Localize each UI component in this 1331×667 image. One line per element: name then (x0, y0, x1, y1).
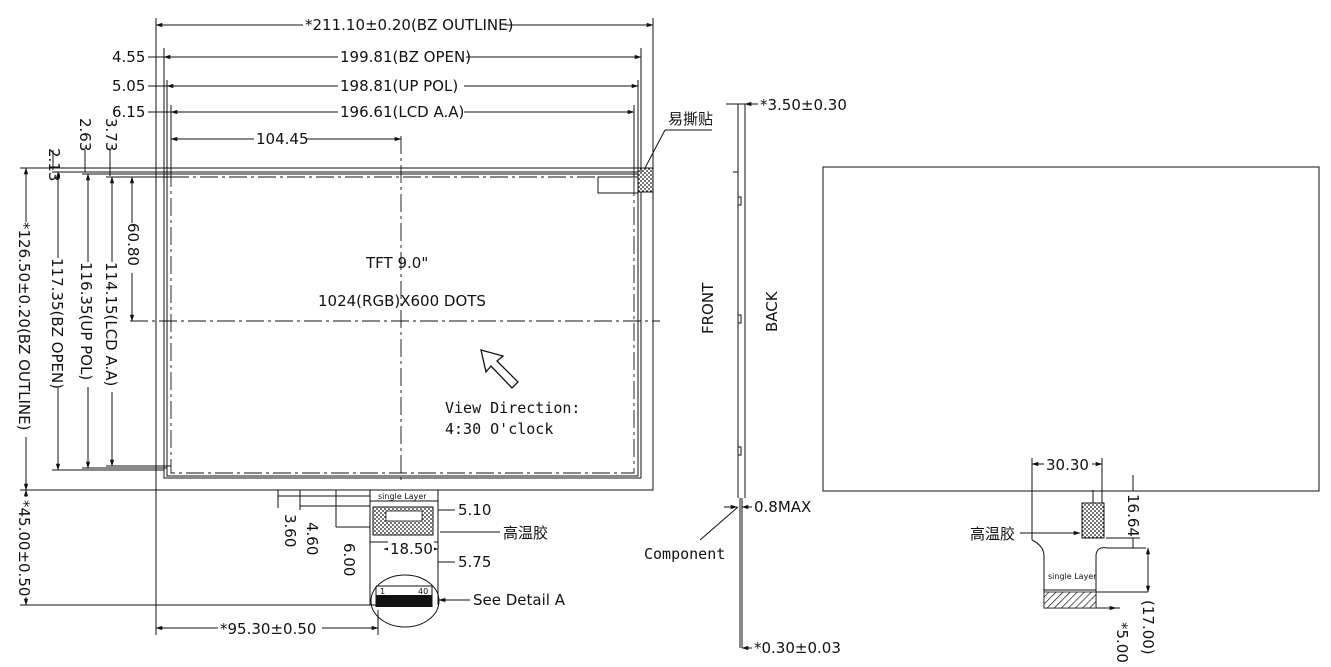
dim-575: 5.75 (458, 553, 491, 571)
dim-505: 5.05 (112, 77, 145, 95)
dim-fpc-position: *95.30±0.50 (220, 620, 316, 638)
dim-3030: 30.30 (1046, 456, 1089, 474)
high-temp-glue-label: 高温胶 (503, 524, 548, 542)
dim-1664: 16.64 (1124, 494, 1142, 537)
dim-lcd-aa-height: 114.15(LCD A.A) (102, 262, 120, 386)
dim-510: 5.10 (458, 501, 491, 519)
corner-marker (597, 176, 639, 194)
view-direction-label-2: 4:30 O'clock (445, 420, 553, 438)
dim-500: *5.00 (1113, 622, 1131, 663)
view-direction-label-1: View Direction: (445, 399, 580, 417)
dim-thickness: *3.50±0.30 (760, 96, 847, 114)
easy-peel-label: 易撕贴 (668, 110, 713, 128)
single-layer-label: single Layer (378, 492, 427, 501)
back-stiffener (1081, 502, 1105, 539)
side-view: *3.50±0.30 FRONT BACK 0.8MAX Component *… (644, 96, 847, 657)
active-area (170, 176, 635, 474)
dim-455: 4.55 (112, 48, 145, 66)
dim-bz-outline-width: *211.10±0.20(BZ OUTLINE) (305, 16, 513, 34)
back-connector-hatch (1043, 591, 1097, 609)
dim-1850: 18.50 (390, 540, 433, 558)
dim-fpc-thickness: *0.30±0.03 (754, 639, 841, 657)
back-panel (822, 166, 1320, 492)
dim-fpc-total: *45.00±0.50 (15, 500, 33, 596)
dim-lcd-aa-width: 196.61(LCD A.A) (340, 103, 464, 121)
see-detail-a-label: See Detail A (473, 591, 566, 609)
resolution-label: 1024(RGB)X600 DOTS (318, 292, 486, 310)
connector (376, 595, 432, 607)
dim-bz-open-height: 117.35(BZ OPEN) (48, 258, 66, 389)
bezel-outline (155, 167, 654, 491)
component-label: Component (644, 545, 725, 563)
back-view: 30.30 16.64 高温胶 single Layer (17.00) *5.… (822, 166, 1320, 663)
front-view: 易撕贴 *211.10±0.20(BZ OUTLINE) 199.81(BZ O… (15, 15, 713, 638)
front-label: FRONT (699, 282, 717, 334)
dim-up-pol-width: 198.81(UP POL) (340, 77, 458, 95)
dim-up-pol-height: 116.35(UP POL) (77, 262, 95, 380)
dim-bz-open-width: 199.81(BZ OPEN) (340, 48, 471, 66)
up-pol (166, 173, 639, 477)
view-direction-arrow (480, 349, 519, 389)
dim-263: 2.63 (76, 118, 94, 151)
back-glue-label: 高温胶 (970, 525, 1015, 543)
dim-373: 3.73 (102, 118, 120, 151)
back-label: BACK (763, 290, 781, 332)
back-single-layer-label: single Layer (1048, 572, 1097, 581)
dim-360: 3.60 (281, 514, 299, 547)
dim-bz-outline-height: *126.50±0.20(BZ OUTLINE) (15, 222, 33, 430)
pin-1-label: 1 (380, 587, 385, 596)
dim-1700: (17.00) (1139, 600, 1157, 655)
bezel-open (163, 171, 642, 479)
fpc-tail: single Layer 5.10 18.50 5.75 高温胶 1 40 (277, 489, 566, 628)
dim-615: 6.15 (112, 103, 145, 121)
pin-40-label: 40 (418, 587, 428, 596)
dim-center-y: 60.80 (124, 223, 142, 266)
dim-600: 6.00 (340, 543, 358, 576)
dim-460: 4.60 (303, 522, 321, 555)
dim-213: 2.13 (45, 148, 63, 181)
easy-peel-tab (637, 167, 654, 193)
dim-center-x: 104.45 (256, 130, 309, 148)
dim-08max: 0.8MAX (754, 498, 811, 516)
tft-size-label: TFT 9.0" (365, 254, 428, 272)
